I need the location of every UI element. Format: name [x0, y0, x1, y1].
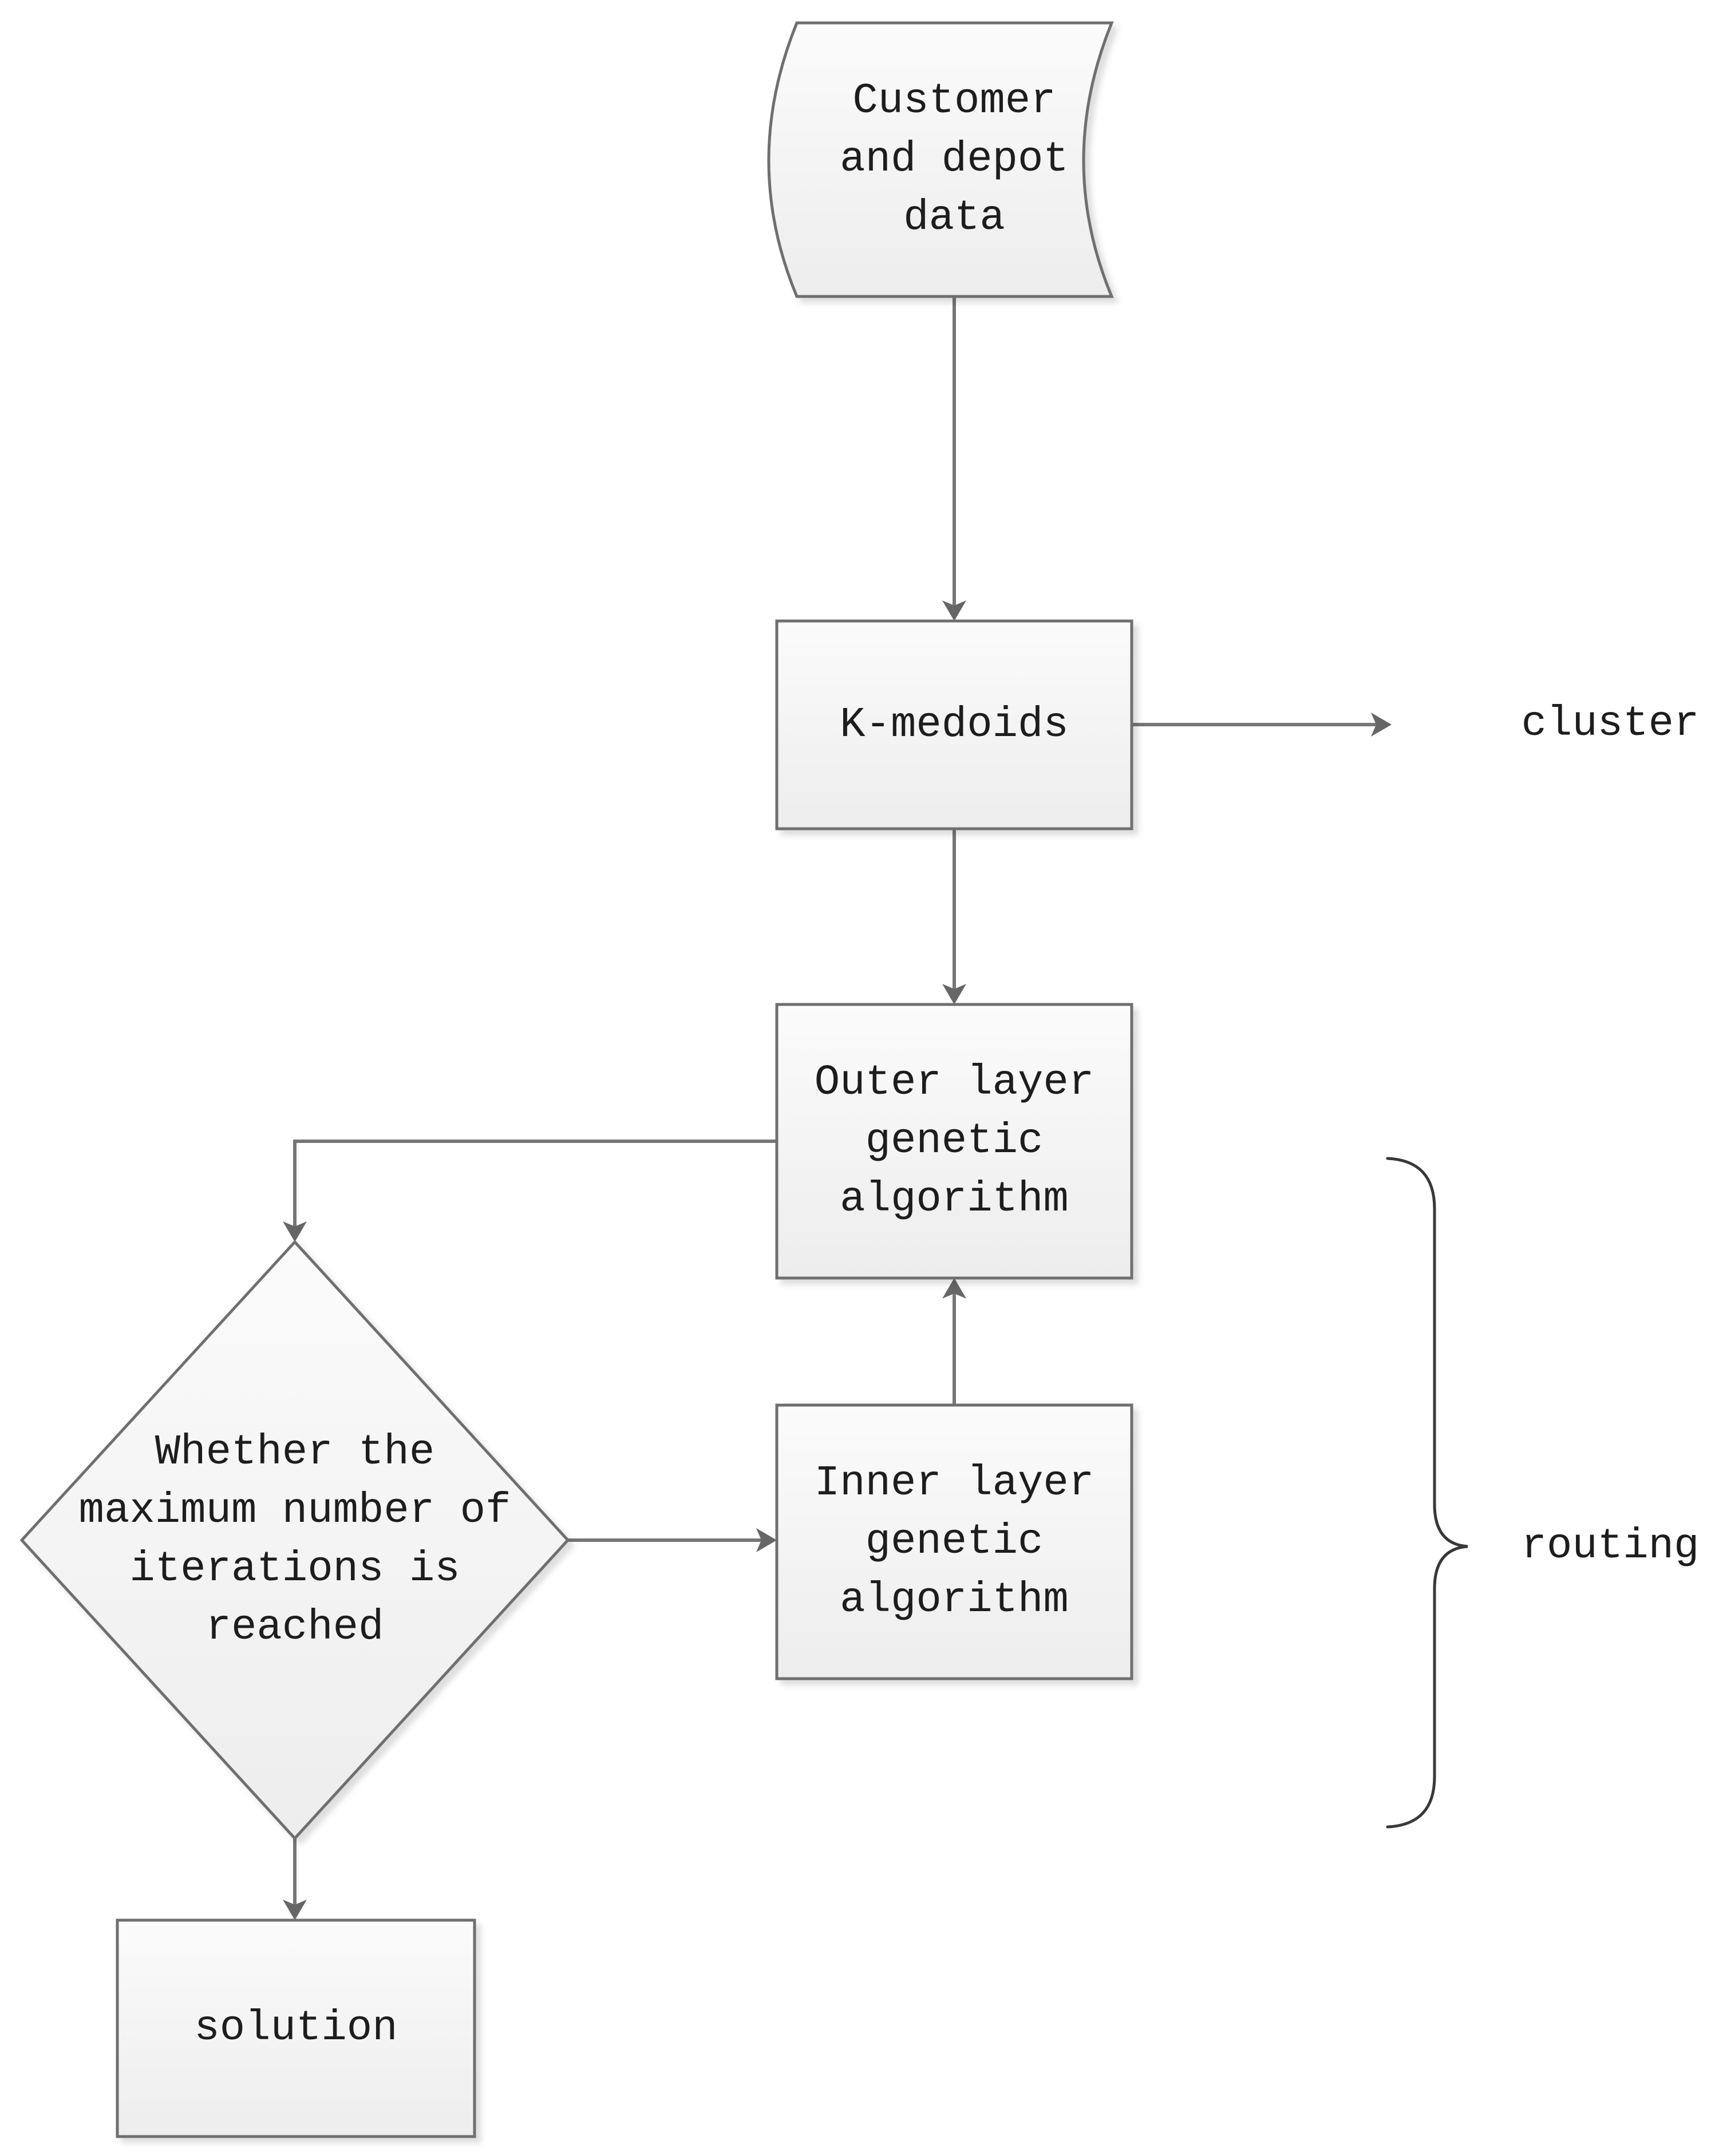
- outer-ga-box: [775, 1003, 1133, 1280]
- arrowhead-down-kmedoids: [942, 600, 966, 621]
- cluster-annotation: cluster: [1521, 700, 1700, 748]
- decision-diamond: [19, 1240, 570, 1841]
- routing-annotation: routing: [1521, 1522, 1700, 1570]
- arrowhead-up-outer: [942, 1278, 966, 1299]
- arrowhead-right-cluster: [1371, 713, 1392, 737]
- solution-box: [116, 1918, 476, 2138]
- arrowhead-down-outer: [942, 984, 966, 1004]
- arrowhead-down-solution: [283, 1900, 307, 1920]
- inner-ga-box: [775, 1403, 1133, 1680]
- routing-brace: [1386, 1157, 1468, 1829]
- arrowhead-down-decision: [283, 1221, 307, 1242]
- arrowhead-right-inner: [756, 1528, 777, 1552]
- customer-data-stored-data-shape: [767, 21, 1114, 298]
- connector-outer-to-decision: [293, 1140, 777, 1227]
- k-medoids-box: [775, 619, 1133, 830]
